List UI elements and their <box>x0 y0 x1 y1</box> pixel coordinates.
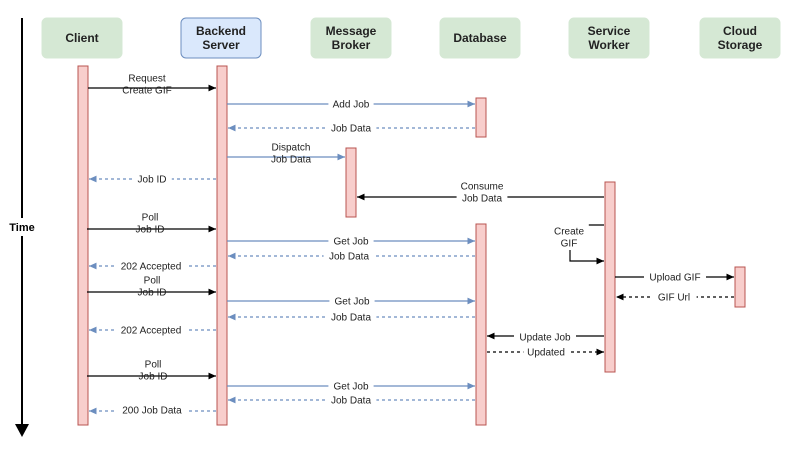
message-label-bg-14 <box>651 290 697 304</box>
message-label-bg-17 <box>114 323 188 337</box>
message-5: Job ID <box>89 172 216 186</box>
message-11: 202 Accepted <box>89 259 216 273</box>
time-axis-label: Time <box>9 222 34 234</box>
worker-bar <box>604 181 616 373</box>
participant-box-storage <box>699 17 781 59</box>
message-21: Get Job <box>227 379 475 393</box>
participant-label-client: Client <box>65 31 98 45</box>
participant-box-backend <box>180 17 262 59</box>
activation-bars <box>77 65 746 426</box>
message-18: Update Job <box>487 330 604 344</box>
message-label-bg-15 <box>329 294 375 308</box>
message-label-12: Upload GIF <box>649 273 700 284</box>
message-14: GIF Url <box>616 290 734 304</box>
message-12: Upload GIF <box>615 270 734 284</box>
database-bar-2 <box>475 223 487 426</box>
participant-database: Database <box>439 17 521 59</box>
message-label-bg-3 <box>325 121 377 135</box>
client-bar <box>77 65 89 426</box>
message-label-bg-9 <box>549 224 589 250</box>
message-22: Job Data <box>228 393 475 407</box>
participant-label-database: Database <box>453 31 507 45</box>
time-axis: Time <box>5 18 39 437</box>
message-15: Get Job <box>227 294 475 308</box>
message-label-bg-23 <box>115 403 189 417</box>
message-label-19: Updated <box>527 348 565 359</box>
message-2: Add Job <box>227 97 475 111</box>
backend-bar <box>216 65 228 426</box>
database-bar-1 <box>475 97 487 138</box>
message-label-bg-10 <box>323 249 375 263</box>
message-label-bg-21 <box>328 379 374 393</box>
broker-bar <box>345 147 357 218</box>
message-label-16: Job Data <box>331 313 371 324</box>
message-label-2: Add Job <box>333 100 370 111</box>
participant-box-database <box>439 17 521 59</box>
message-label-22: Job Data <box>331 396 371 407</box>
time-axis-arrowhead <box>15 424 29 437</box>
message-label-bg-16 <box>325 310 377 324</box>
participant-client: Client <box>41 17 123 59</box>
message-label-5: Job ID <box>138 175 167 186</box>
message-label-bg-5 <box>132 172 172 186</box>
message-label-17: 202 Accepted <box>121 326 182 337</box>
message-3: Job Data <box>228 121 475 135</box>
message-label-3: Job Data <box>331 124 371 135</box>
message-label-bg-11 <box>114 259 188 273</box>
message-label-10: Job Data <box>329 252 369 263</box>
message-23: 200 Job Data <box>89 403 216 417</box>
message-label-21: Get Job <box>333 382 368 393</box>
message-label-8: Get Job <box>333 237 368 248</box>
message-label-bg-19 <box>523 345 569 359</box>
message-17: 202 Accepted <box>89 323 216 337</box>
participant-box-broker <box>310 17 392 59</box>
message-label-23: 200 Job Data <box>122 406 182 417</box>
message-label-15: Get Job <box>334 297 369 308</box>
storage-bar <box>734 266 746 308</box>
message-label-bg-22 <box>325 393 377 407</box>
time-axis-label-bg <box>5 218 39 236</box>
message-16: Job Data <box>228 310 475 324</box>
message-label-bg-2 <box>328 97 374 111</box>
message-label-bg-6 <box>456 179 508 205</box>
participant-box-client <box>41 17 123 59</box>
participant-box-worker <box>568 17 650 59</box>
message-label-18: Update Job <box>519 333 571 344</box>
message-label-11: 202 Accepted <box>121 262 182 273</box>
message-label-bg-8 <box>328 234 374 248</box>
message-10: Job Data <box>228 249 475 263</box>
message-label-bg-12 <box>644 270 706 284</box>
message-label-bg-18 <box>514 330 576 344</box>
message-label-14: GIF Url <box>658 293 690 304</box>
message-8: Get Job <box>227 234 475 248</box>
message-19: Updated <box>487 345 604 359</box>
